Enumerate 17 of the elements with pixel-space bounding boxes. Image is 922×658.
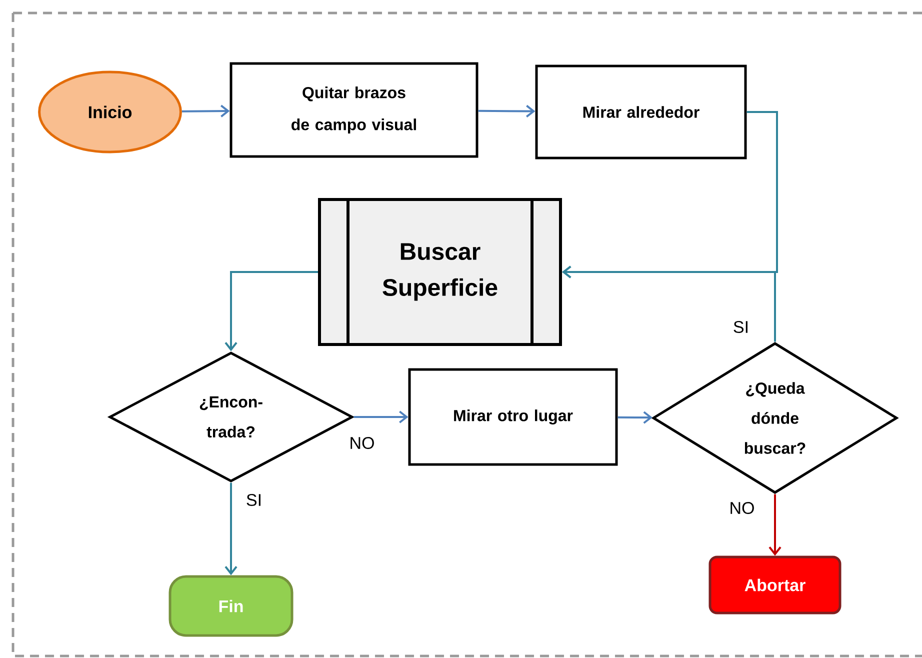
edge-label: NO (728, 500, 756, 515)
process-box: Mirar otro lugar (408, 368, 618, 466)
arrow (182, 104, 230, 118)
arrow (768, 494, 782, 556)
arrow (562, 266, 776, 342)
arrow (354, 410, 408, 424)
arrow (618, 411, 652, 424)
subprocess-box: Buscar Superficie (318, 198, 562, 346)
edge-label: SI (244, 492, 264, 507)
edge-label: SI (732, 320, 750, 334)
arrow (224, 482, 238, 576)
arrow (224, 271, 318, 352)
process-box: Quitar brazos de campo visual (230, 62, 478, 158)
arrow (478, 104, 536, 118)
process-box: Mirar alrededor (535, 64, 747, 160)
abort-terminal: Abortar (708, 556, 842, 614)
end-terminal: Fin (168, 575, 294, 637)
